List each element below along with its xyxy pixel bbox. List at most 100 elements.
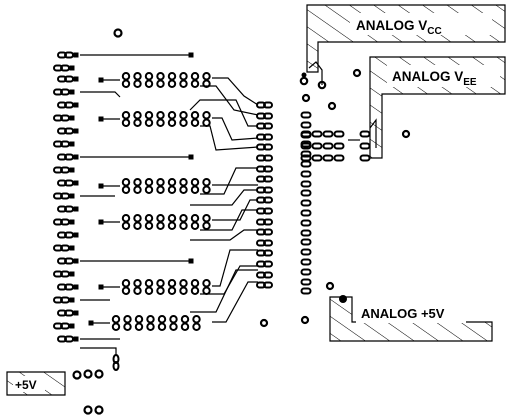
bus-pad [322,142,334,150]
dip-pin-pad [144,72,154,81]
dip-pin-pad [111,322,121,331]
bus-pad [300,111,312,119]
dip-pin-pad [167,118,177,127]
bus-connector-pad [263,281,273,289]
bus-pad [300,142,312,150]
edge-connector-pad [64,51,74,59]
dip-pin-pad [190,279,200,288]
edge-square-pad [73,310,79,316]
via-pad [83,405,93,415]
edge-connector-pad [60,64,70,72]
square-pad [188,154,194,160]
dip-pin-pad [202,286,211,295]
plus-5v-label: +5V [15,378,37,392]
edge-square-pad [69,141,75,147]
bus-connector-pad [263,218,273,226]
edge-connector-pad [60,192,70,200]
edge-square-pad [73,128,79,134]
edge-square-pad [73,52,79,58]
edge-square-pad [69,193,75,199]
edge-connector-pad [60,244,70,252]
bus-connector-pad [263,196,273,204]
dip-pin-pad [133,185,142,194]
dip-pin-pad [111,315,121,324]
bus-pad [300,287,312,295]
bus-connector-pad [263,186,273,194]
bus-pad [311,130,323,138]
dip-pin-pad [156,286,165,295]
edge-square-pad [69,115,75,121]
edge-connector-pad [60,114,70,122]
dip-pin-pad [179,79,188,88]
dip-pin-pad [156,178,165,187]
bus-pad [300,199,312,207]
edge-connector-pad [60,88,70,96]
dip-pin-pad [133,214,142,223]
dip-pin-pad [144,286,154,295]
dip-pin-pad [180,315,190,324]
trace [212,281,258,323]
dip-pin-pad [179,279,188,288]
dip-pin-pad [167,286,177,295]
dip-pin-pad [121,79,131,88]
dip-pin-pad [144,79,154,88]
trace [212,249,258,287]
dip-pin-pad [192,322,201,331]
analog-5v-pour: ANALOG +5V [329,296,493,342]
oval-pad [112,361,120,371]
dip-pin-pad [167,185,177,194]
dip-pin-pad [192,315,201,324]
edge-square-pad [69,271,75,277]
dip-pin-pad [190,286,200,295]
bus-connector-pad [263,154,273,162]
square-pad [188,52,194,58]
edge-square-pad [69,219,75,225]
trace [308,61,323,85]
dip-pin-pad [144,279,154,288]
dip-pin-pad [146,322,155,331]
dip-pin-pad [133,178,142,187]
mounting-hole [113,28,123,38]
dip-pin-pad [144,221,154,230]
dip-pin-pad [179,286,188,295]
bus-pad [300,160,312,168]
dip-pin-pad [179,118,188,127]
dip-pin-pad [179,178,188,187]
via-pad [72,370,82,380]
edge-square-pad [73,232,79,238]
analog-vee-pour: ANALOG VEE [369,56,506,159]
bus-connector-pad [263,175,273,183]
bus-pad [300,238,312,246]
dip-pin-pad [179,221,188,230]
dip-pin-pad [202,221,211,230]
bus-pad [300,248,312,256]
dip-pin-pad [157,315,167,324]
dip-pin-pad [167,214,177,223]
dip-pin-pad [121,178,131,187]
dip-pin-pad [144,111,154,120]
edge-connector-pad [64,101,74,109]
via-pad [301,93,311,103]
edge-connector-pad [64,179,74,187]
dip-pin-pad [134,315,144,324]
edge-square-pad [73,102,79,108]
edge-connector-pad [64,231,74,239]
bus-pad [300,268,312,276]
dip-pin-pad [202,72,211,81]
dip-pin-pad [121,286,131,295]
dip-square-pad [98,183,104,189]
dip-pin-pad [190,214,200,223]
dip-pin-pad [144,178,154,187]
edge-connector-pad [60,296,70,304]
edge-connector-pad [60,140,70,148]
trace [369,118,377,148]
plus-5v-pour: +5V [6,371,66,396]
dip-pin-pad [180,322,190,331]
edge-connector-pad [64,309,74,317]
dip-pin-pad [156,118,165,127]
dip-pin-pad [190,178,200,187]
edge-square-pad [73,284,79,290]
bus-pad [300,154,312,162]
bus-connector-pad [263,101,273,109]
dip-pin-pad [167,221,177,230]
